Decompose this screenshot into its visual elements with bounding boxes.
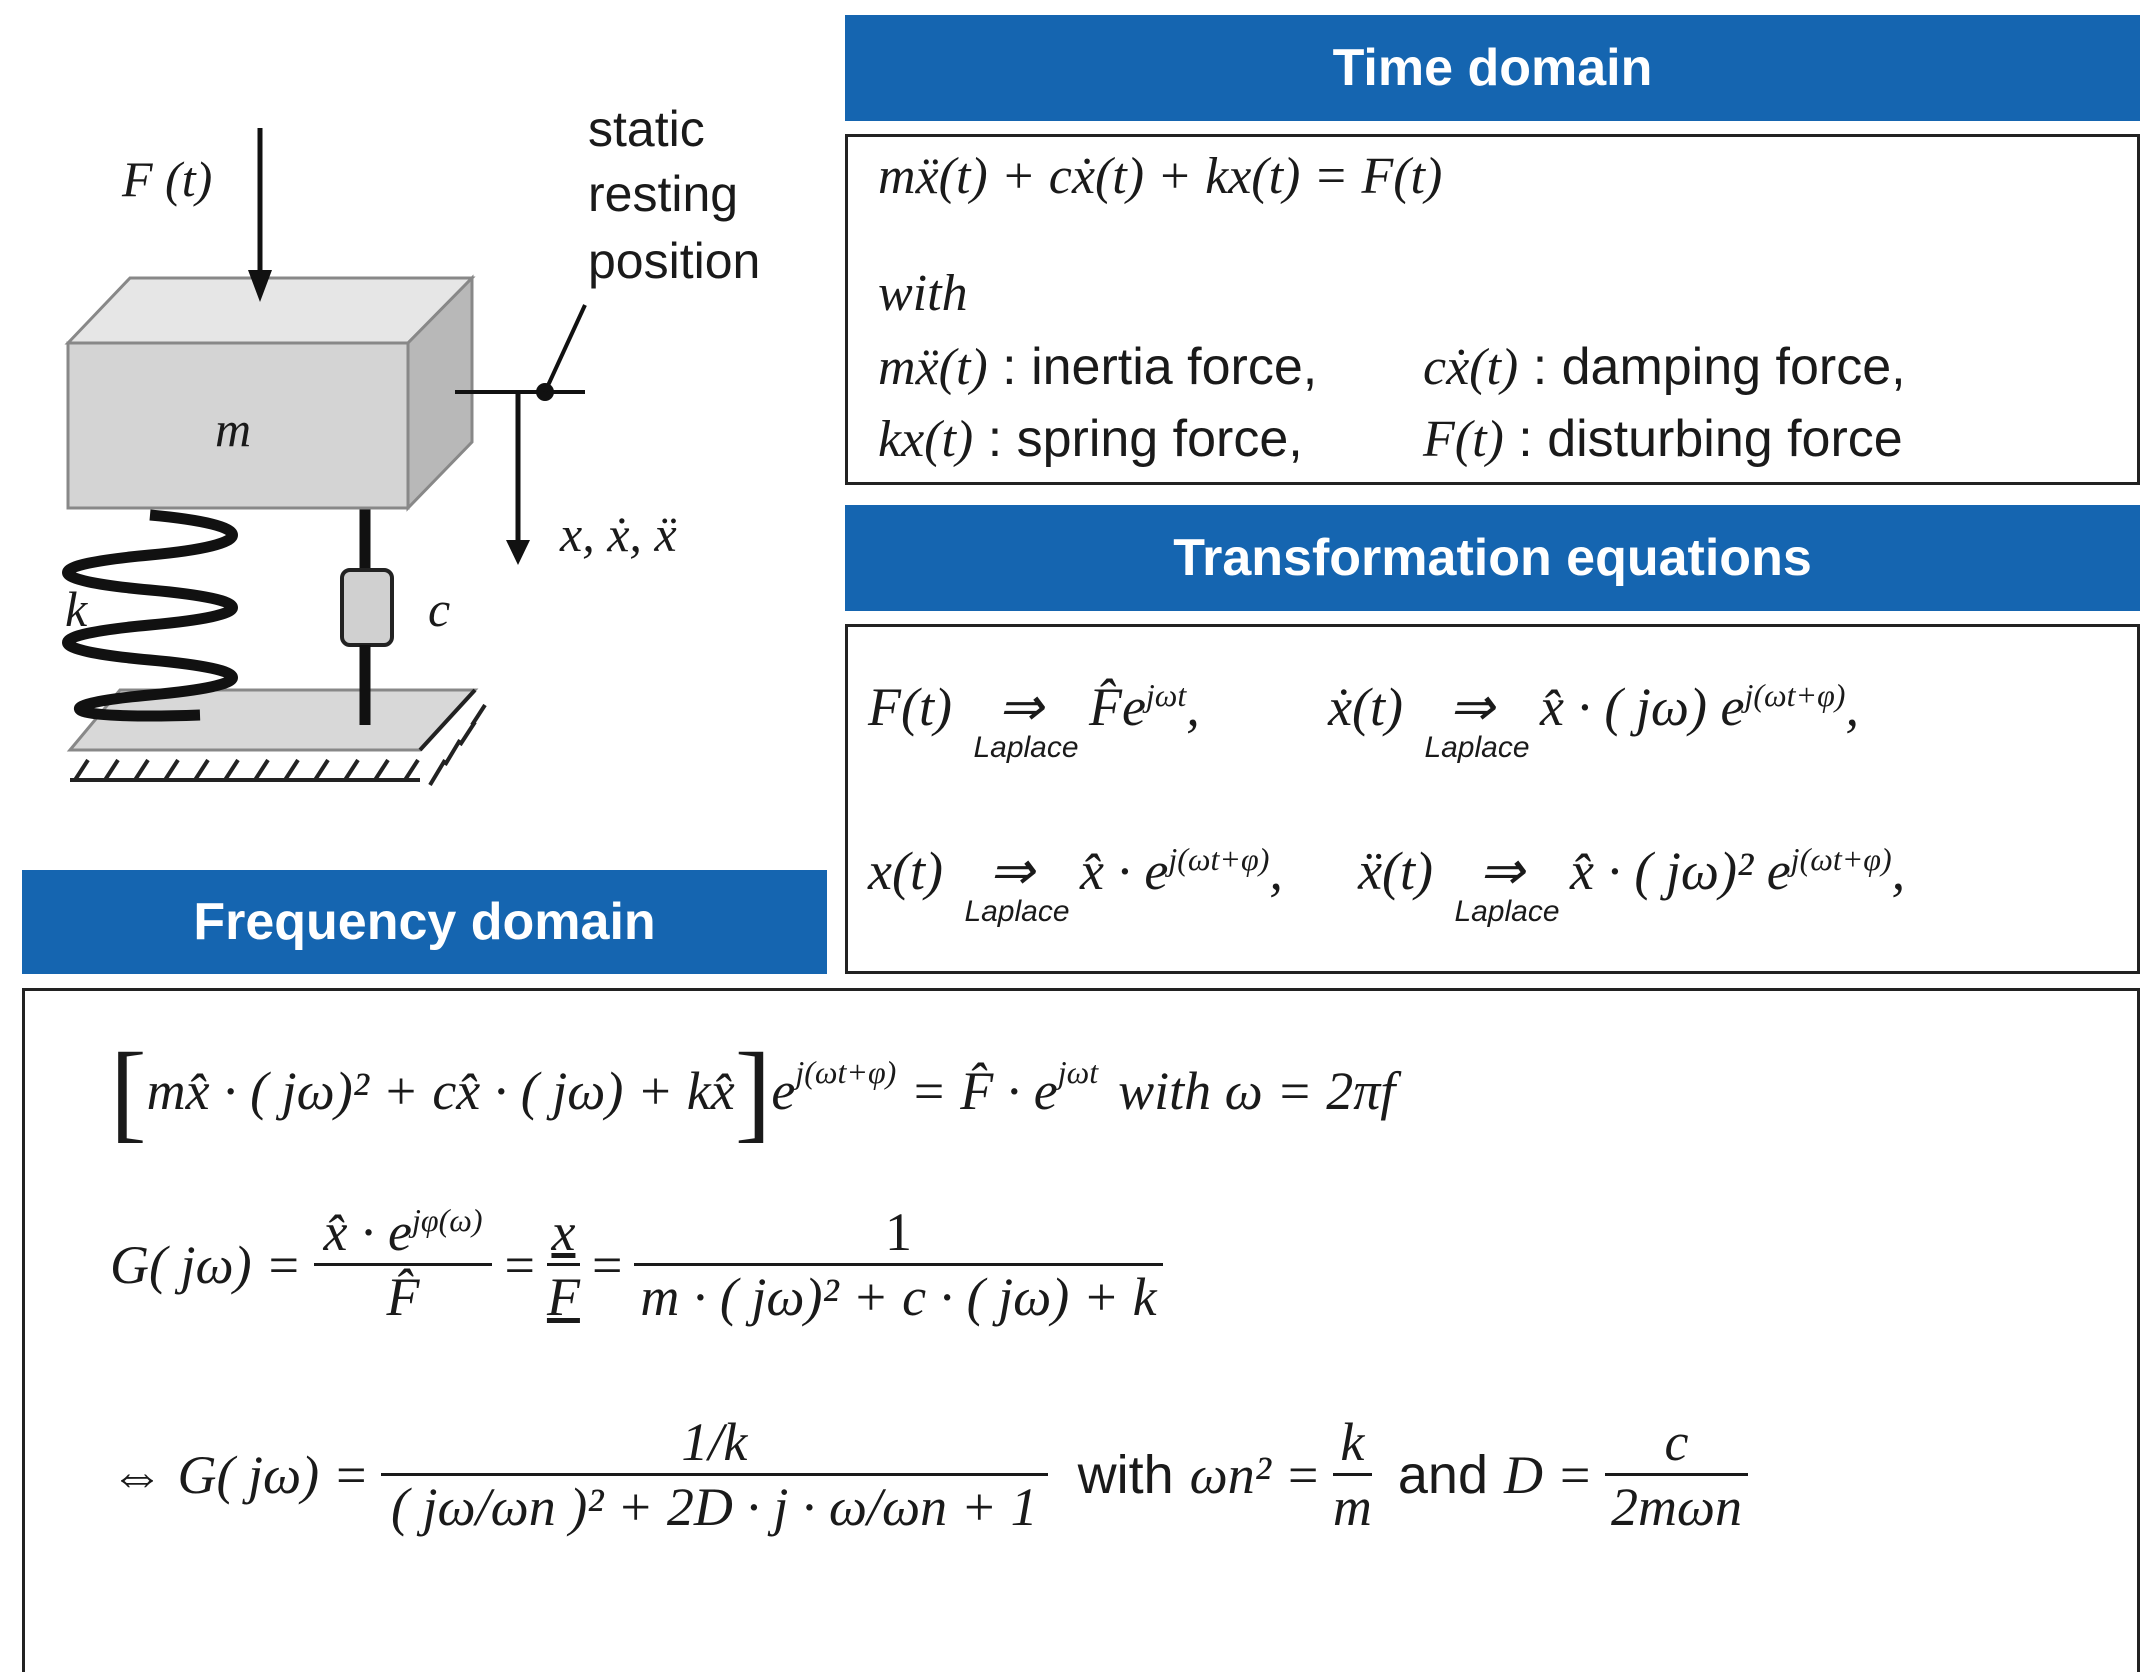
- transform-1: F(t) ⇒ Laplace F̂ejωt,: [868, 677, 1200, 764]
- time-domain-header: Time domain: [845, 15, 2140, 121]
- mass-label: m: [215, 401, 252, 457]
- term-damping: cẋ(t) : damping force,: [1423, 338, 1906, 396]
- static-position-marker: [455, 304, 587, 565]
- frequency-equation-2: G( jω) = x̂ · ejφ(ω) F̂ = x F = 1 m · ( …: [110, 1201, 1175, 1328]
- frequency-equation-3: ⇔ G( jω) = 1/k ( jω/ωn )² + 2D · j · ω/ω…: [110, 1411, 1760, 1538]
- transform-3: x(t) ⇒ Laplace x̂ · ej(ωt+φ),: [868, 841, 1283, 928]
- equation-of-motion: mẍ(t) + cẋ(t) + kx(t) = F(t): [878, 148, 1443, 205]
- ground: [66, 688, 487, 787]
- transformation-box: F(t) ⇒ Laplace F̂ejωt, ẋ(t) ⇒ Laplace x̂…: [845, 624, 2140, 974]
- damper-label: c: [428, 581, 451, 637]
- spring-label: k: [65, 581, 88, 637]
- static-label-3: position: [588, 233, 761, 289]
- static-label-2: resting: [588, 166, 739, 222]
- static-label-1: static: [588, 101, 705, 157]
- damper: [340, 505, 394, 725]
- transform-4: ẍ(t) ⇒ Laplace x̂ · ( jω)² ej(ωt+φ),: [1358, 841, 1906, 928]
- transformation-header: Transformation equations: [845, 505, 2140, 611]
- frequency-domain-header: Frequency domain: [22, 870, 827, 974]
- term-spring: kx(t) : spring force,: [878, 410, 1303, 468]
- spring: [62, 509, 238, 722]
- mass-spring-damper-diagram: [62, 128, 587, 787]
- force-label: F (t): [122, 151, 213, 207]
- mass-block: [64, 274, 476, 512]
- transform-2: ẋ(t) ⇒ Laplace x̂ · ( jω) ej(ωt+φ),: [1328, 677, 1859, 764]
- term-inertia: mẍ(t) : inertia force,: [878, 338, 1318, 396]
- with-label: with: [878, 265, 968, 322]
- time-domain-box: mẍ(t) + cẋ(t) + kx(t) = F(t) with mẍ(t) …: [845, 134, 2140, 485]
- term-disturbing: F(t) : disturbing force: [1423, 410, 1903, 468]
- displacement-label: x, ẋ, ẍ: [560, 506, 677, 562]
- force-arrow: [248, 128, 272, 302]
